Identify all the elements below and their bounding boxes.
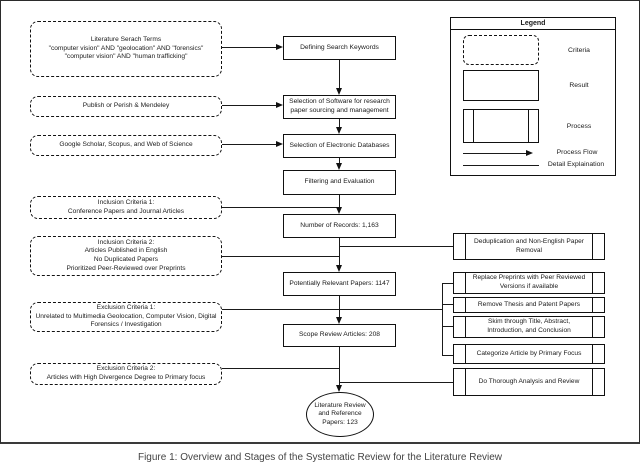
terminal-ellipse-final-papers: Literature Review and Reference Papers: … [306, 392, 374, 437]
arrow-right-icon [276, 140, 283, 147]
criteria-box-exclusion-1: Exclusion Criteria 1: Unrelated to Multi… [30, 302, 222, 332]
result-box-database-selection: Selection of Electronic Databases [283, 134, 396, 158]
connector-line-exclusion1 [222, 309, 340, 310]
criteria-box-exclusion-2: Exclusion Criteria 2: Articles with High… [30, 363, 222, 385]
flow-line [339, 158, 340, 164]
arrow-down-icon [336, 88, 342, 95]
arrow-down-icon [336, 163, 342, 170]
figure-caption: Figure 1: Overview and Stages of the Sys… [137, 452, 503, 462]
connector-line-to-bracket [340, 309, 442, 310]
bracket-stub [442, 355, 453, 356]
legend-criteria-label: Criteria [568, 46, 590, 54]
flow-line [339, 238, 340, 266]
connector-line [222, 47, 277, 48]
process-box-skim: Skim through Title, Abstract, Introducti… [453, 316, 605, 338]
criteria-box-software: Publish or Perish & Mendeley [30, 96, 222, 117]
result-box-records: Number of Records: 1,163 [283, 214, 396, 238]
legend-detail-line [463, 165, 539, 166]
legend-title: Legend [451, 18, 615, 30]
flow-line [339, 119, 340, 128]
criteria-box-inclusion-1: Inclusion Criteria 1: Conference Papers … [30, 196, 222, 219]
connector-line-inclusion2 [222, 256, 340, 257]
criteria-box-search-terms: Literature Serach Terms "computer vision… [30, 21, 222, 77]
bracket-stub [442, 304, 453, 305]
connector-line-dedup [340, 246, 453, 247]
connector-line-exclusion2 [222, 368, 340, 369]
process-box-analysis: Do Thorough Analysis and Review [453, 368, 605, 396]
legend-process-flow-label: Process Flow [556, 148, 598, 156]
arrow-down-icon [336, 385, 342, 392]
process-box-categorize: Categorize Article by Primary Focus [453, 344, 605, 364]
arrow-down-icon [336, 207, 342, 214]
legend-process-label: Process [566, 122, 592, 130]
connector-line-inclusion1 [222, 207, 340, 208]
flow-line [339, 347, 340, 386]
flow-line [339, 195, 340, 208]
process-box-replace-preprints: Replace Preprints with Peer Reviewed Ver… [453, 272, 605, 294]
legend-process-shape [463, 109, 539, 143]
connector-line-analysis [340, 382, 453, 383]
legend-result-shape [463, 70, 539, 101]
legend-panel: Legend Criteria Result Process Process F… [450, 17, 616, 176]
result-box-keywords: Defining Search Keywords [283, 36, 396, 60]
arrow-down-icon [336, 317, 342, 324]
arrow-right-icon [526, 150, 533, 156]
result-box-software-selection: Selection of Software for research paper… [283, 95, 396, 119]
arrow-right-icon [276, 43, 283, 50]
flow-line [339, 60, 340, 89]
legend-result-label: Result [569, 82, 589, 89]
legend-criteria-shape [463, 35, 539, 65]
legend-arrow-line [463, 153, 527, 154]
result-box-scope-articles: Scope Review Articles: 208 [283, 324, 396, 347]
legend-detail-label: Detail Explaination [547, 160, 605, 168]
arrow-down-icon [336, 265, 342, 272]
process-box-remove-thesis: Remove Thesis and Patent Papers [453, 297, 605, 313]
result-box-filtering: Filtering and Evaluation [283, 170, 396, 195]
process-box-deduplication: Deduplication and Non-English Paper Remo… [453, 233, 605, 260]
flow-line [339, 296, 340, 318]
connector-line [222, 105, 277, 106]
arrow-down-icon [336, 127, 342, 134]
bracket-line [442, 283, 443, 356]
result-box-relevant-papers: Potentially Relevant Papers: 1147 [283, 272, 396, 296]
bracket-stub [442, 326, 453, 327]
connector-line [222, 144, 277, 145]
arrow-right-icon [276, 101, 283, 108]
criteria-box-inclusion-2: Inclusion Criteria 2: Articles Published… [30, 236, 222, 276]
criteria-box-databases: Google Scholar, Scopus, and Web of Scien… [30, 135, 222, 156]
bracket-stub [442, 283, 453, 284]
